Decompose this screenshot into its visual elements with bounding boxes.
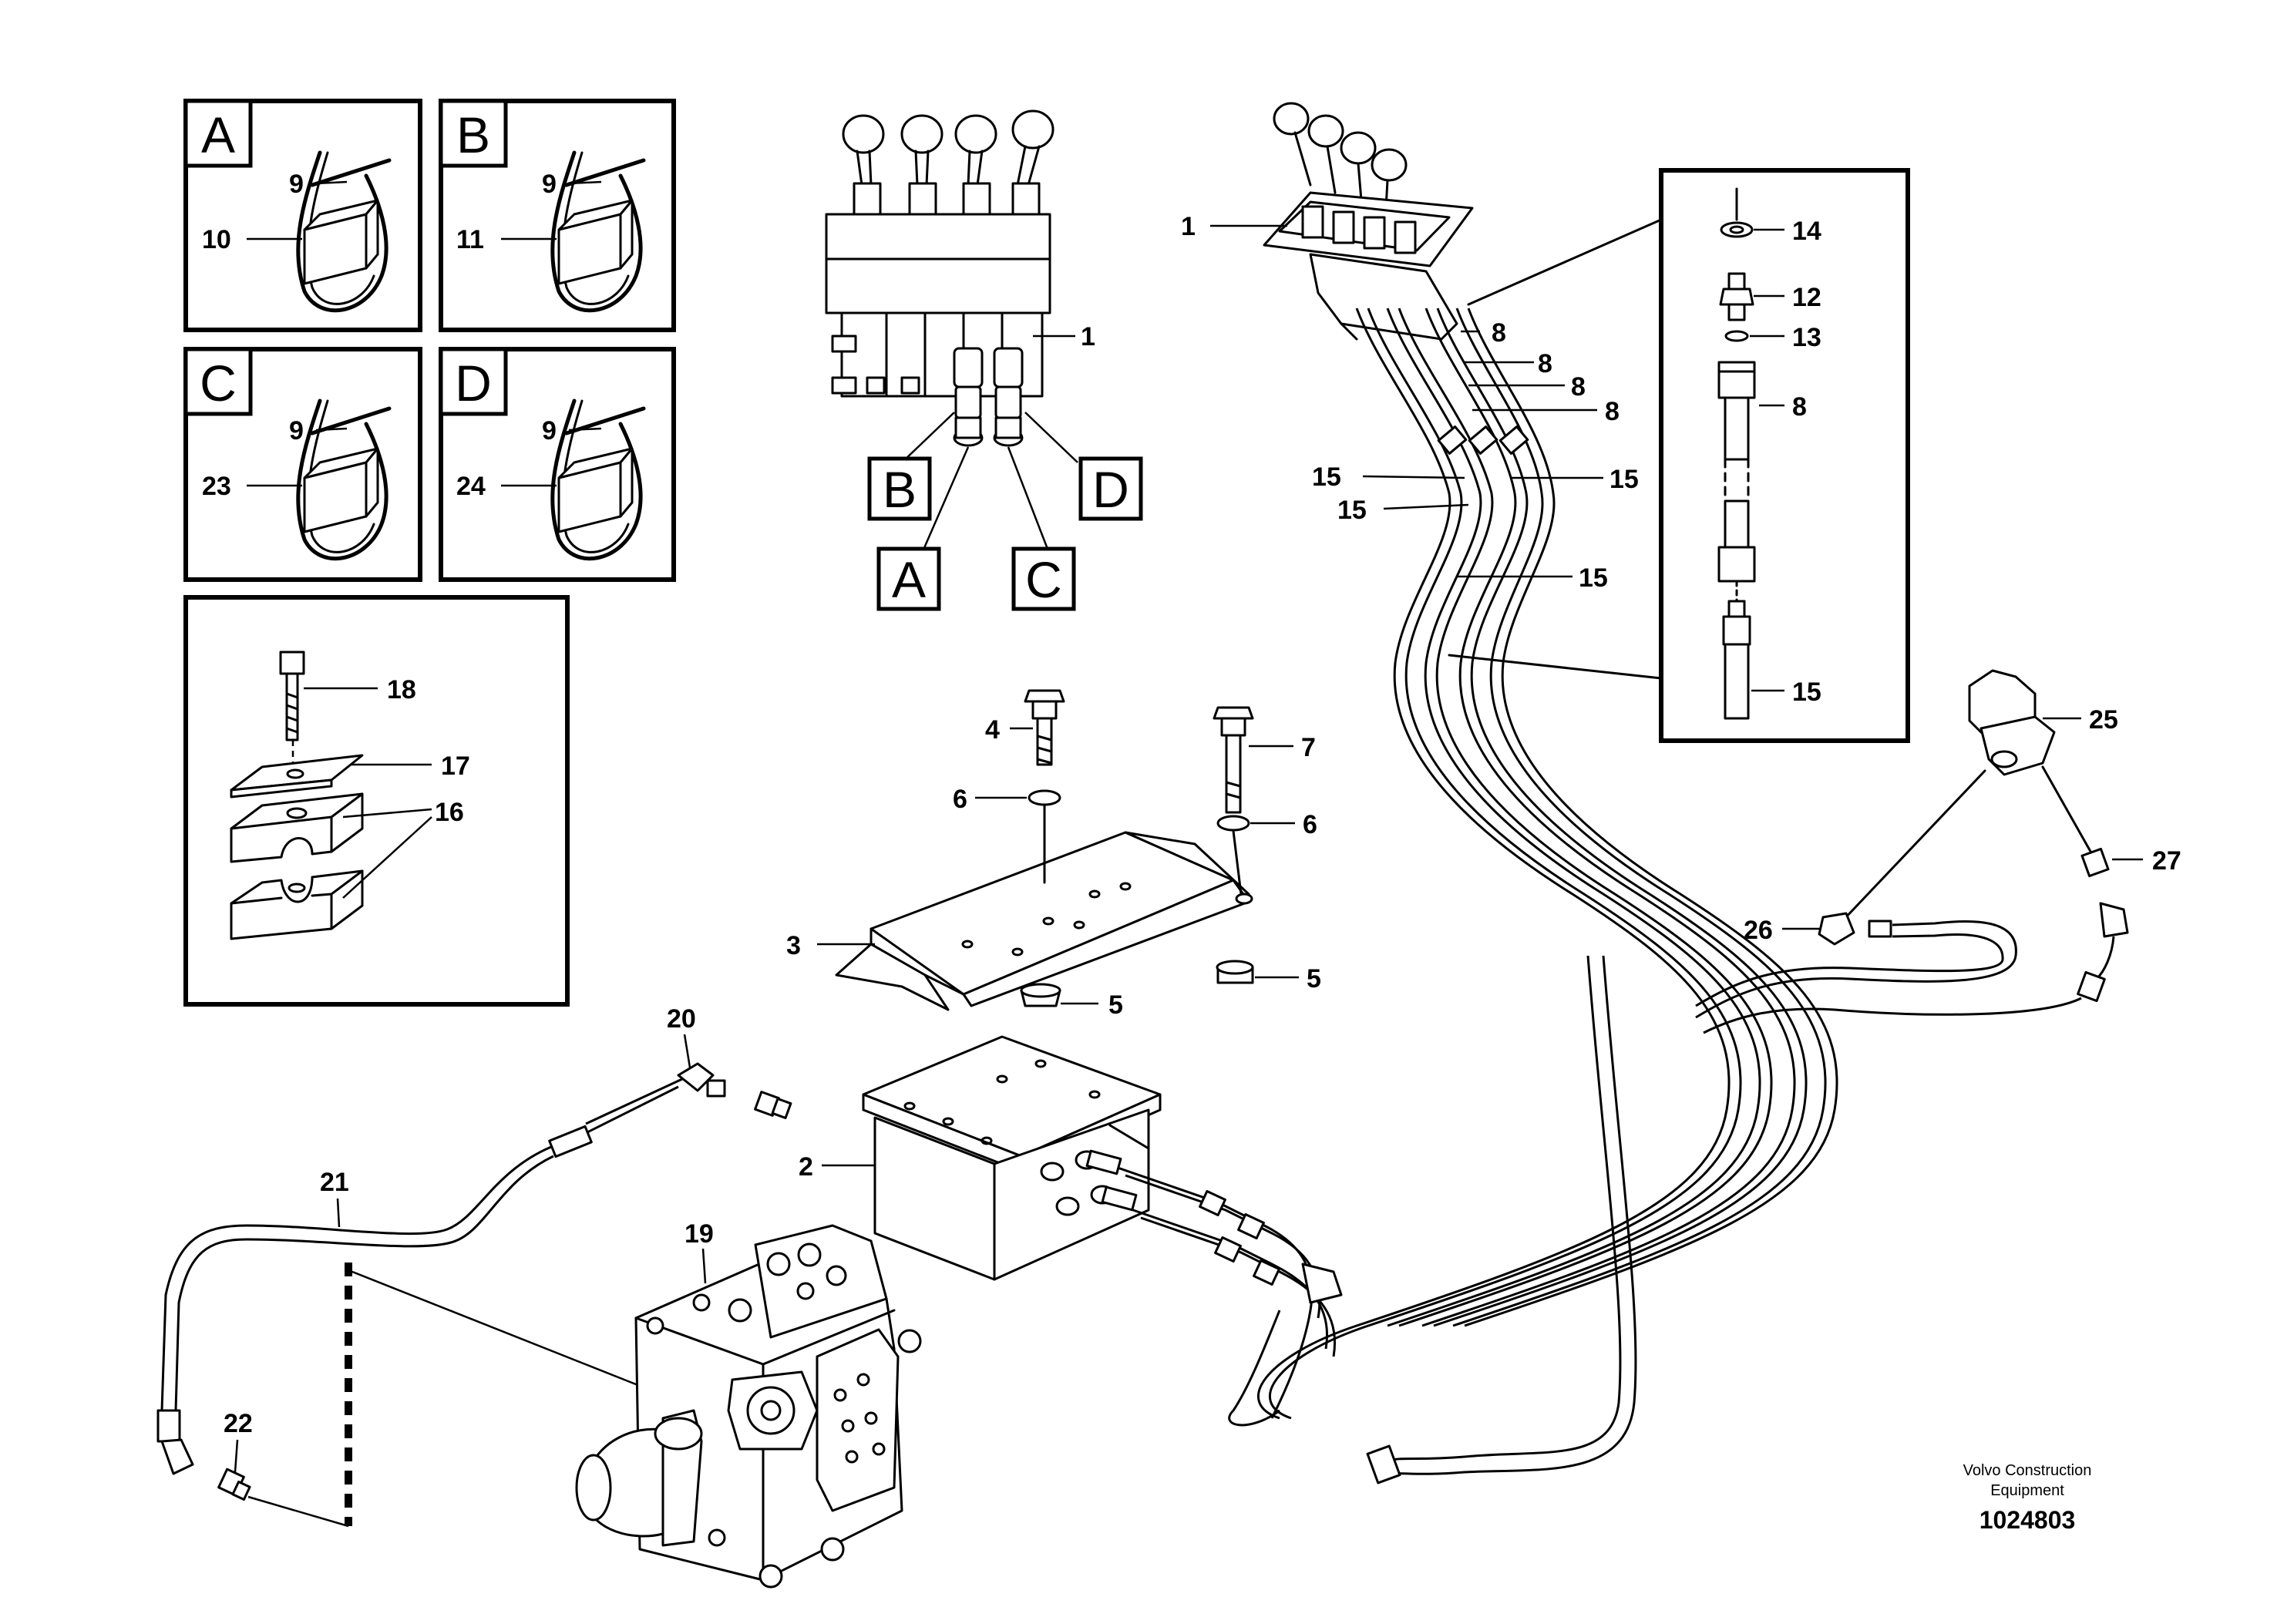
- callout-26: 26: [1744, 916, 1773, 945]
- callout-2: 2: [799, 1152, 813, 1182]
- detail-tag-b: [867, 456, 932, 521]
- callout-7: 7: [1301, 733, 1316, 762]
- detail-tag-a: [876, 546, 941, 611]
- callout-23: 23: [202, 472, 231, 501]
- callout-16: 16: [435, 798, 464, 827]
- bolt-7: [1213, 706, 1254, 814]
- detail-tag-b-letter: B: [883, 461, 917, 518]
- main-control-valve: [575, 1224, 922, 1589]
- callout-4: 4: [985, 715, 1000, 745]
- callout-3: 3: [786, 931, 801, 960]
- callout-15: 15: [1610, 465, 1639, 494]
- panel-a-letter: A: [201, 106, 235, 163]
- detail-panel-c: C 9 23: [183, 347, 422, 582]
- pressure-switch-assembly: [1695, 669, 2129, 1034]
- control-lever-block-front: [825, 109, 1054, 447]
- callout-12: 12: [1792, 283, 1821, 312]
- callout-21: 21: [320, 1168, 349, 1197]
- detail-panel-b: B 9 11: [439, 99, 676, 332]
- cable-tie-icon: [553, 153, 644, 311]
- callout-1: 1: [1081, 322, 1095, 351]
- callout-17: 17: [441, 751, 470, 781]
- callout-15: 15: [1579, 563, 1608, 593]
- panel-d-letter: D: [455, 355, 492, 412]
- callout-15: 15: [1337, 496, 1367, 525]
- document-number: 1024803: [1980, 1506, 2076, 1534]
- nut-5: [1020, 960, 1254, 1007]
- callout-15: 15: [1312, 462, 1341, 492]
- hose-fitting-detail-panel: 14 12 13 8 15: [1448, 168, 1910, 743]
- callout-6: 6: [953, 785, 967, 814]
- callout-9: 9: [542, 170, 557, 199]
- brand-line-1: Volvo Construction: [1963, 1462, 2092, 1479]
- panel-c-letter: C: [200, 355, 237, 412]
- callout-8: 8: [1571, 372, 1586, 402]
- brand-line-2: Equipment: [1990, 1482, 2064, 1499]
- callout-10: 10: [202, 225, 231, 254]
- callout-22: 22: [224, 1409, 253, 1438]
- callout-8: 8: [1538, 349, 1552, 378]
- pilot-hose-21: [156, 1062, 792, 1501]
- cable-tie-icon: [298, 401, 389, 559]
- clamp-plate-icon: [230, 754, 364, 799]
- callout-9: 9: [542, 416, 557, 446]
- mounting-bracket: [835, 831, 1253, 1011]
- clamp-detail-panel: 18 17 16: [183, 595, 570, 1007]
- bolt-4: [1024, 689, 1065, 766]
- footer: Volvo Construction Equipment 1024803: [1963, 1462, 2092, 1534]
- control-lever-assembly: [1263, 102, 1474, 341]
- callout-24: 24: [456, 472, 486, 501]
- clamp-half-lower-icon: [230, 869, 364, 940]
- clamp-half-upper-icon: [230, 792, 364, 863]
- detail-panel-d: D 9 24: [439, 347, 676, 582]
- pilot-valve-block: [862, 1035, 1162, 1281]
- callout-14: 14: [1792, 217, 1821, 246]
- cable-tie-icon: [298, 153, 389, 311]
- cable-tie-icon: [553, 401, 644, 559]
- callout-8: 8: [1492, 318, 1506, 348]
- bolt-icon: [279, 651, 305, 741]
- pilot-pipes: [1117, 1166, 1343, 1427]
- detail-tag-c: [1011, 546, 1076, 611]
- detail-tag-c-letter: C: [1025, 551, 1062, 608]
- callout-5: 5: [1307, 964, 1321, 994]
- detail-tag-a-letter: A: [892, 551, 926, 608]
- hydraulic-hose-bundle: [1257, 308, 1838, 1484]
- callout-18: 18: [387, 675, 416, 704]
- callout-13: 13: [1792, 323, 1821, 352]
- panel-b-letter: B: [456, 106, 490, 163]
- callout-27: 27: [2152, 846, 2181, 876]
- callout-6: 6: [1303, 810, 1317, 839]
- callout-1: 1: [1181, 212, 1196, 241]
- detail-tag-d: [1078, 456, 1143, 521]
- washer: [1028, 789, 1061, 806]
- callout-8: 8: [1792, 392, 1807, 422]
- callout-9: 9: [289, 416, 304, 446]
- callout-11: 11: [456, 225, 484, 254]
- washer: [1216, 815, 1250, 832]
- callout-25: 25: [2089, 705, 2118, 735]
- callout-5: 5: [1108, 990, 1123, 1020]
- callout-19: 19: [684, 1219, 714, 1249]
- callout-20: 20: [667, 1004, 696, 1034]
- detail-tag-d-letter: D: [1092, 461, 1129, 518]
- callout-9: 9: [289, 170, 304, 199]
- callout-15: 15: [1792, 678, 1821, 707]
- callout-8: 8: [1605, 397, 1620, 426]
- detail-panel-a: A 9 10: [183, 99, 422, 332]
